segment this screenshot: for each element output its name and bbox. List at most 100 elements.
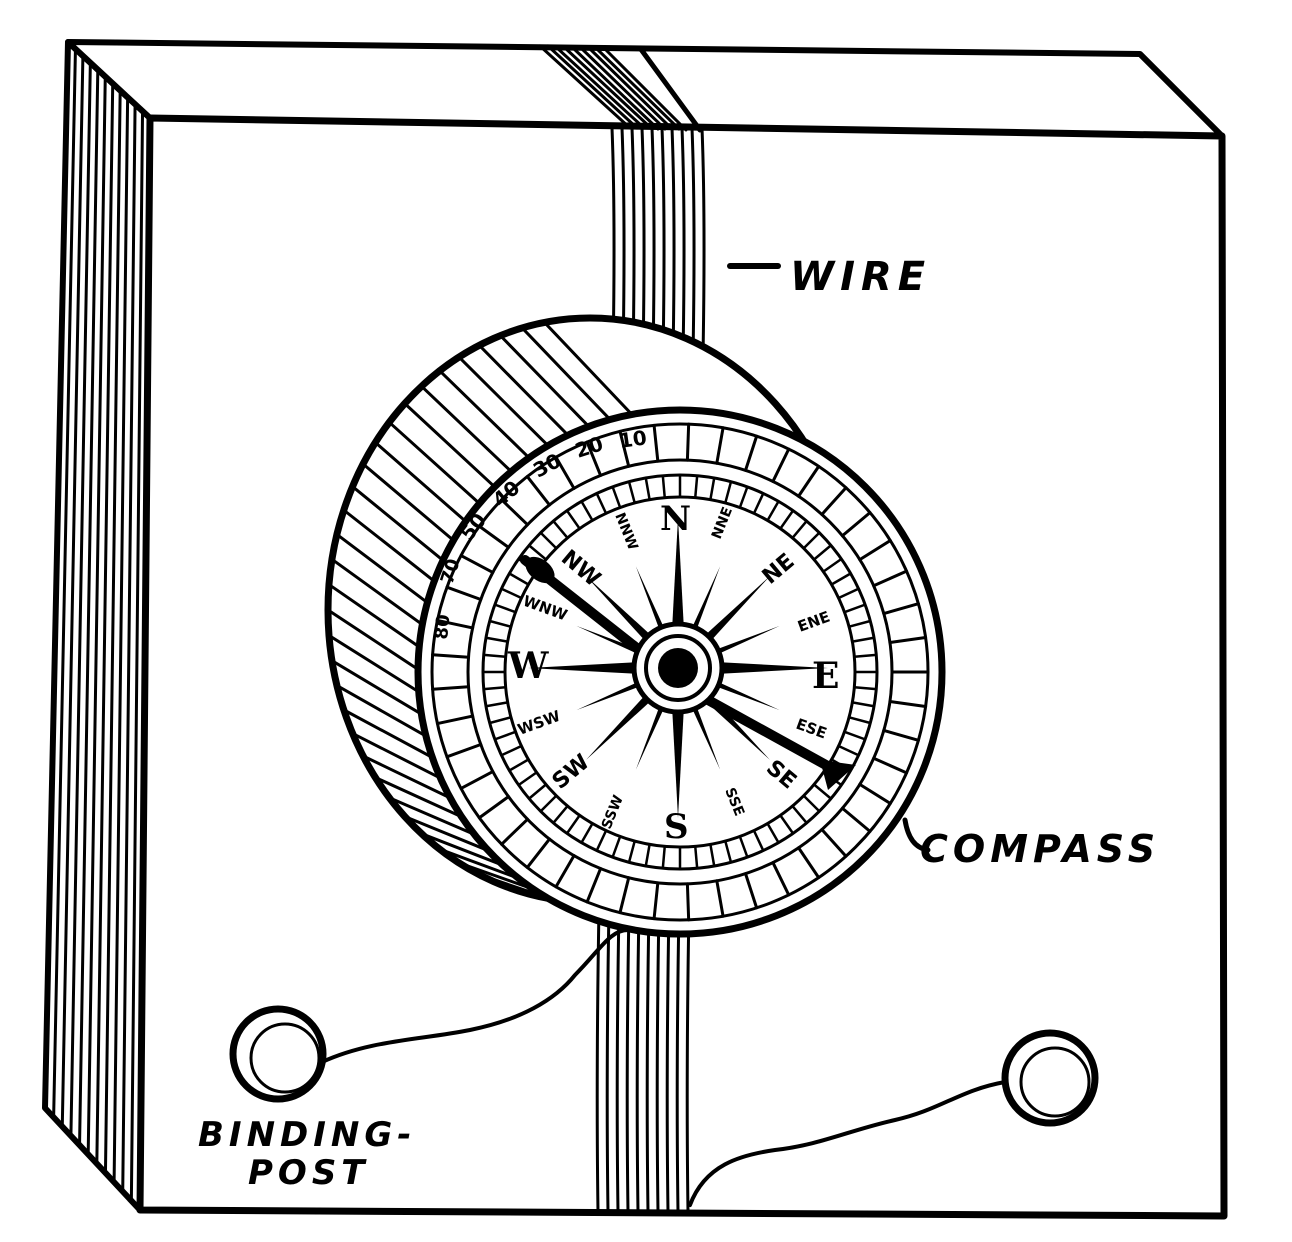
inner-tick xyxy=(500,587,523,600)
outer-tick xyxy=(715,879,725,918)
inner-tick xyxy=(724,480,733,505)
rim-line xyxy=(543,320,637,420)
inner-tick xyxy=(595,492,608,515)
rim-line xyxy=(342,508,440,586)
block-left-side xyxy=(42,39,153,1213)
outer-tick xyxy=(459,770,495,790)
compass-dir-east: E xyxy=(812,655,839,697)
inner-tick xyxy=(661,474,666,499)
rim-line xyxy=(351,731,448,783)
compass-leader-line xyxy=(902,817,931,853)
rim-line xyxy=(403,402,500,492)
degree-mark-80: 80 xyxy=(431,613,455,640)
inner-tick xyxy=(847,619,872,628)
outer-tick xyxy=(744,434,759,472)
inner-tick xyxy=(488,716,513,725)
inner-tick xyxy=(837,587,860,600)
inner-tick xyxy=(779,814,795,835)
inner-tick xyxy=(812,783,833,800)
rim-line xyxy=(327,583,425,652)
inner-tick xyxy=(539,794,558,813)
inner-tick xyxy=(822,557,843,573)
outer-tick xyxy=(618,429,631,468)
outer-tick xyxy=(585,440,603,477)
rim-line xyxy=(387,796,484,840)
lead-wire-left xyxy=(320,928,630,1064)
inner-tick xyxy=(627,480,636,505)
inner-tick xyxy=(552,519,569,540)
outer-tick xyxy=(715,426,725,465)
binding-post-label-line2: POST xyxy=(248,1153,370,1193)
compass-pivot xyxy=(631,621,725,715)
outer-tick xyxy=(882,728,920,742)
outer-tick xyxy=(858,539,892,562)
inner-tick xyxy=(595,829,608,852)
inner-tick xyxy=(552,804,569,825)
outer-tick xyxy=(744,872,759,910)
inner-tick xyxy=(508,572,530,586)
outer-tick xyxy=(477,524,510,549)
outer-tick xyxy=(840,806,872,833)
inner-tick xyxy=(482,686,507,691)
inner-tick xyxy=(709,476,716,501)
outer-tick xyxy=(888,635,928,644)
inner-tick xyxy=(500,744,523,757)
outer-tick xyxy=(525,475,551,507)
outer-tick xyxy=(771,861,791,897)
outer-tick xyxy=(858,782,892,805)
inner-tick xyxy=(488,619,513,628)
inner-tick xyxy=(752,829,765,852)
compass-label: COMPASS xyxy=(920,827,1160,871)
side-stripe xyxy=(121,102,137,1193)
side-stripe xyxy=(129,109,145,1203)
inner-tick xyxy=(853,653,878,658)
rim-line xyxy=(351,485,448,565)
side-stripe xyxy=(78,68,100,1147)
inner-tick xyxy=(484,636,509,643)
inner-tick xyxy=(493,603,517,614)
rim-line xyxy=(457,355,553,451)
compass-dir-west: W xyxy=(507,645,549,687)
outer-tick xyxy=(445,743,483,759)
inner-tick xyxy=(580,822,594,844)
rim-line xyxy=(335,684,433,741)
inner-tick xyxy=(766,822,780,844)
side-stripe xyxy=(103,88,122,1175)
outer-tick xyxy=(882,602,920,616)
inner-tick xyxy=(830,572,852,586)
outer-tick xyxy=(652,423,660,463)
outer-tick xyxy=(820,828,848,858)
inner-tick xyxy=(802,531,821,550)
compass-dir-north: N xyxy=(660,499,691,539)
side-stripe xyxy=(69,61,92,1138)
outer-tick xyxy=(435,714,475,726)
rim-line xyxy=(373,441,471,526)
inner-tick xyxy=(694,845,699,870)
rim-line xyxy=(327,633,425,696)
rim-line xyxy=(361,754,459,803)
compass-dir-south: S xyxy=(664,807,689,847)
outer-tick xyxy=(477,795,510,820)
rim-line xyxy=(330,659,428,719)
outer-tick xyxy=(554,854,576,889)
inner-tick xyxy=(611,835,622,859)
outer-tick xyxy=(888,700,928,709)
inner-tick xyxy=(580,500,594,522)
side-stripe xyxy=(86,75,107,1156)
rim-line xyxy=(477,343,573,440)
outer-tick xyxy=(525,837,551,869)
outer-tick xyxy=(771,447,791,483)
outer-tick xyxy=(797,464,821,498)
inner-tick xyxy=(752,492,765,515)
rim-line xyxy=(326,608,424,674)
inner-tick xyxy=(611,485,622,509)
inner-tick xyxy=(482,653,507,658)
inner-tick xyxy=(539,531,558,550)
outer-tick xyxy=(797,846,821,880)
binding-post-right xyxy=(1001,1029,1099,1127)
inner-tick xyxy=(694,474,699,499)
inner-tick xyxy=(738,835,749,859)
binding-post-label-line1: BINDING- xyxy=(198,1115,416,1155)
inner-tick xyxy=(738,485,749,509)
